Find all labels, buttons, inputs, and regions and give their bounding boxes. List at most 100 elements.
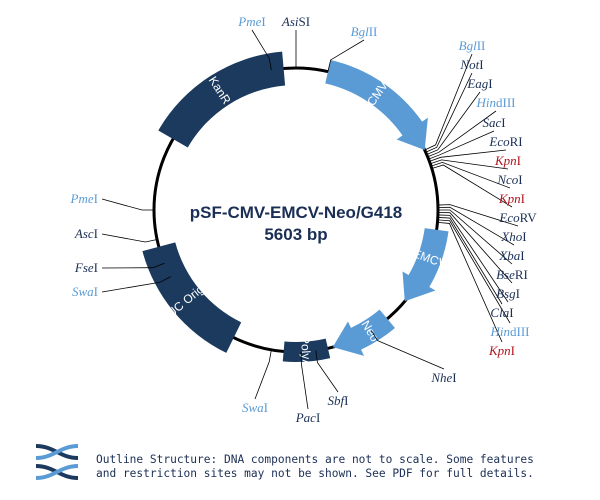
site-name-main: Kpn	[488, 343, 511, 358]
site-label-asci: AscI	[74, 226, 98, 241]
site-name-main: Bsg	[496, 286, 516, 301]
site-label-hindiii-2: HindIII	[490, 324, 530, 339]
site-line-bsgi	[437, 214, 509, 303]
site-name-rest: dIII	[496, 95, 516, 110]
site-name-main: Swa	[72, 284, 94, 299]
footer-line-1: Outline Structure: DNA components are no…	[96, 453, 534, 466]
site-name-main: Asc	[74, 226, 94, 241]
site-line-ecorv	[437, 204, 519, 227]
site-name-main: Eag	[466, 76, 488, 91]
site-line-layer	[101, 29, 519, 410]
site-name-main: Pme	[237, 14, 261, 29]
site-line-xhoi	[437, 206, 515, 246]
site-name-rest: II	[477, 38, 486, 53]
feature-neo	[332, 309, 395, 356]
site-name-rest: I	[520, 248, 524, 263]
site-name-main: Sac	[482, 115, 501, 130]
site-name-main: Sbf	[328, 393, 347, 408]
site-line-pmei-top	[251, 29, 272, 71]
site-name-main: Xho	[500, 229, 522, 244]
site-label-pmei-top: PmeI	[237, 14, 265, 29]
site-name-main: Eco	[498, 210, 520, 225]
site-name-rest: I	[517, 153, 521, 168]
site-label-paci: PacI	[295, 410, 321, 425]
site-label-fsei: FseI	[74, 260, 98, 275]
site-line-saci	[428, 130, 495, 160]
site-line-swai-bottom	[254, 349, 272, 400]
site-label-xbai: XbaI	[498, 248, 524, 263]
site-name-rest: I	[316, 410, 320, 425]
site-name-rest: RI	[515, 267, 528, 282]
site-label-bseri: BseRI	[496, 267, 528, 282]
site-line-ncoi	[430, 161, 511, 189]
site-label-ecori: EcoRI	[488, 134, 522, 149]
site-name-rest: I	[452, 370, 456, 385]
site-name-rest: dIII	[510, 324, 530, 339]
site-name-rest: I	[488, 76, 492, 91]
feature-puc	[142, 242, 242, 353]
site-label-sbfi: SbfI	[328, 393, 349, 408]
site-line-fsei	[101, 262, 165, 269]
site-name-rest: I	[479, 57, 483, 72]
site-name-rest: II	[369, 24, 378, 39]
site-name-rest: RV	[520, 210, 538, 225]
site-label-kpni-3: KpnI	[488, 343, 515, 358]
site-label-pmei-left: PmeI	[70, 191, 98, 206]
site-name-rest: I	[94, 284, 98, 299]
footer-note: Outline Structure: DNA components are no…	[96, 453, 586, 481]
site-name-main: Cla	[490, 305, 509, 320]
plasmid-size: 5603 bp	[264, 225, 327, 244]
site-name-rest: I	[501, 115, 505, 130]
site-name-main: Bgl	[459, 38, 477, 53]
site-name-main: Pac	[295, 410, 316, 425]
site-label-nhei: NheI	[430, 370, 456, 385]
site-line-bglii-top	[327, 39, 365, 72]
site-line-noti	[425, 72, 473, 153]
feature-emcv	[402, 228, 449, 302]
site-name-rest: I	[94, 191, 98, 206]
site-line-eagi	[426, 91, 481, 155]
site-name-rest: I	[94, 260, 98, 275]
site-line-xbai	[438, 209, 513, 265]
feature-cmv	[325, 59, 428, 150]
site-label-clai: ClaI	[490, 305, 513, 320]
site-label-swai-left: SwaI	[72, 284, 98, 299]
site-label-kpni-2: KpnI	[498, 191, 525, 206]
dna-logo-icon	[30, 438, 86, 493]
site-line-clai	[437, 217, 503, 305]
site-name-main: Asi	[281, 14, 299, 29]
site-label-eagi: EagI	[466, 76, 492, 91]
site-name-rest: SI	[299, 14, 311, 29]
plasmid-name: pSF-CMV-EMCV-Neo/G418	[190, 203, 403, 222]
site-label-xhoi: XhoI	[500, 229, 526, 244]
site-label-bglii: BglII	[459, 38, 486, 53]
site-line-kpni-1	[430, 159, 509, 170]
site-line-swai-left	[101, 276, 171, 293]
site-line-asci	[101, 233, 158, 243]
site-name-main: Kpn	[498, 191, 521, 206]
site-name-main: Bse	[496, 267, 515, 282]
site-line-hindiii-1	[427, 110, 497, 158]
site-line-kpni-3	[437, 221, 503, 343]
site-name-rest: I	[516, 286, 520, 301]
site-name-rest: I	[509, 305, 513, 320]
site-label-bglii-top: BglII	[351, 24, 378, 39]
site-line-ecori	[429, 149, 507, 162]
site-label-noti: NotI	[459, 57, 483, 72]
site-label-kpni-1: KpnI	[494, 153, 521, 168]
site-name-rest: I	[261, 14, 265, 29]
site-label-saci: SacI	[482, 115, 505, 130]
site-name-rest: I	[344, 393, 348, 408]
site-line-pmei-left	[101, 198, 154, 211]
site-label-bsgi: BsgI	[496, 286, 520, 301]
site-label-hindiii-1: HindIII	[476, 95, 516, 110]
site-line-hindiii-2	[437, 219, 511, 324]
site-line-paci	[300, 351, 309, 410]
site-label-asisi: AsiSI	[281, 14, 310, 29]
site-name-main: Fse	[74, 260, 94, 275]
site-line-sbfi	[315, 350, 339, 393]
site-name-main: Kpn	[494, 153, 517, 168]
